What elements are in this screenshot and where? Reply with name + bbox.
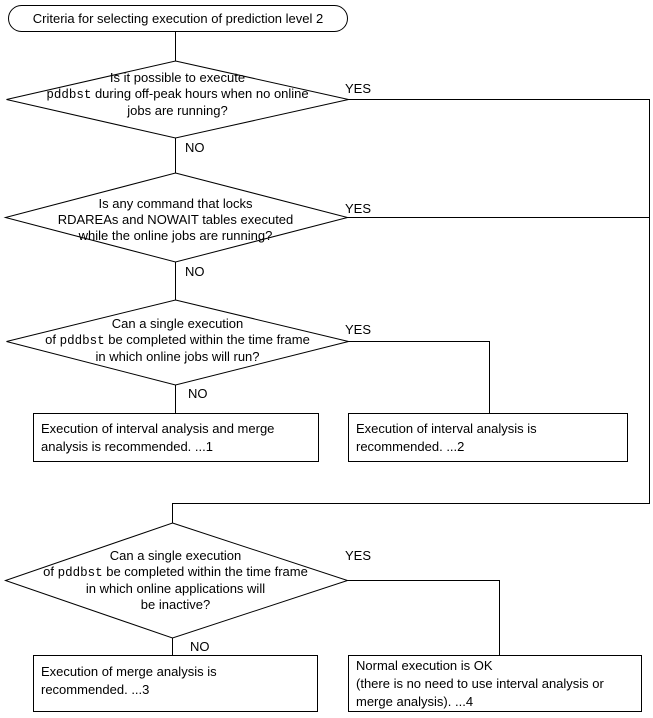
- start-terminator-shape: [8, 5, 348, 32]
- result-4-line1: Normal execution is OK: [356, 658, 493, 673]
- connector-d1-yes-rail-to-d4: [172, 99, 650, 523]
- decision-3-yes-label: YES: [345, 322, 372, 337]
- decision-3-label: Can a single execution of pddbst be comp…: [6, 316, 349, 365]
- decision-2-line3: while the online jobs are running?: [78, 228, 273, 243]
- connector-d4-yes-to-r4: [347, 580, 500, 655]
- decision-1-label: Is it possible to execute pddbst during …: [6, 70, 349, 119]
- result-1-label: Execution of interval analysis and merge…: [41, 420, 313, 456]
- decision-3-no-label: NO: [188, 386, 208, 401]
- decision-2-line2: RDAREAs and NOWAIT tables executed: [57, 212, 294, 227]
- result-4-line3: merge analysis). ...4: [356, 694, 474, 709]
- result-2-line2: recommended. ...2: [356, 439, 465, 454]
- result-3-box: [33, 655, 318, 712]
- result-1-line2: analysis is recommended. ...1: [41, 439, 213, 454]
- decision-4-line1: Can a single execution: [109, 548, 242, 563]
- result-1-line1: Execution of interval analysis and merge: [41, 421, 275, 436]
- pddbst-command-text: pddbst: [57, 566, 103, 580]
- result-1-box: [33, 413, 319, 462]
- decision-4-label: Can a single execution of pddbst be comp…: [5, 548, 346, 613]
- decision-4-line4: be inactive?: [140, 597, 211, 612]
- decision-1-no-label: NO: [185, 140, 205, 155]
- decision-1-yes-label: YES: [345, 81, 372, 96]
- decision-2-label: Is any command that locks RDAREAs and NO…: [5, 196, 346, 244]
- pddbst-command-text: pddbst: [59, 334, 105, 348]
- result-2-line1: Execution of interval analysis is: [356, 421, 537, 436]
- decision-3-line1: Can a single execution: [111, 316, 244, 331]
- result-2-label: Execution of interval analysis is recomm…: [356, 420, 622, 456]
- decision-2-line1: Is any command that locks: [98, 196, 253, 211]
- result-4-line2: (there is no need to use interval analys…: [356, 676, 604, 691]
- result-3-label: Execution of merge analysis is recommend…: [41, 663, 313, 699]
- start-terminator-label: Criteria for selecting execution of pred…: [8, 5, 348, 32]
- decision-4-no-label: NO: [190, 639, 210, 654]
- result-4-label: Normal execution is OK (there is no need…: [356, 657, 638, 711]
- flowchart-title: Criteria for selecting execution of pred…: [32, 10, 324, 26]
- result-3-line2: recommended. ...3: [41, 682, 150, 697]
- decision-2-no-label: NO: [185, 264, 205, 279]
- decision-2-yes-label: YES: [345, 201, 372, 216]
- decision-4-yes-label: YES: [345, 548, 372, 563]
- connector-d3-yes-to-r2: [348, 341, 490, 413]
- result-2-box: [348, 413, 628, 462]
- decision-4-line3: in which online applications will: [85, 581, 266, 596]
- decision-1-line2: pddbst during off-peak hours when no onl…: [46, 86, 309, 102]
- decision-3-line3: in which online jobs will run?: [95, 349, 260, 364]
- result-4-box: [348, 655, 642, 712]
- pddbst-command-text: pddbst: [46, 88, 92, 102]
- decision-3-line2: of pddbst be completed within the time f…: [45, 332, 310, 348]
- decision-4-line2: of pddbst be completed within the time f…: [43, 564, 308, 580]
- result-3-line1: Execution of merge analysis is: [41, 664, 217, 679]
- decision-1-line1: Is it possible to execute: [109, 70, 246, 85]
- decision-1-line3: jobs are running?: [127, 103, 228, 118]
